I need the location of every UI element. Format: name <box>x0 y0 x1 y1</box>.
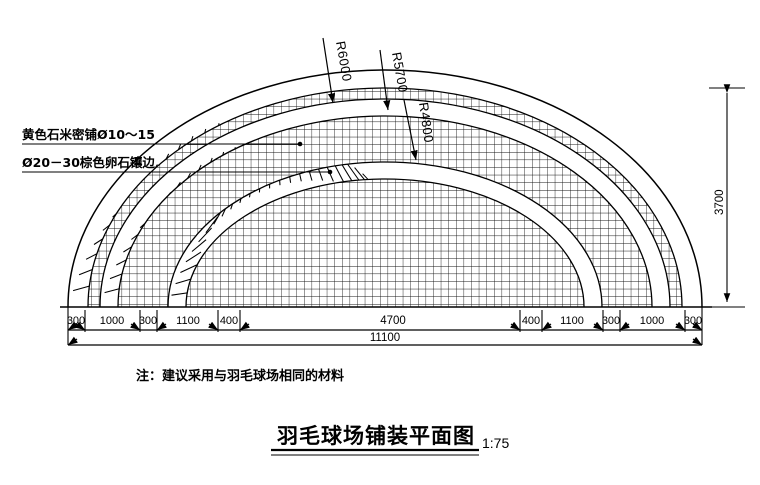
dimension-label-seg-7: 400 <box>522 315 540 327</box>
dimension-chain: 300 1000 300 1100 400 4700 400 1100 300 … <box>67 307 703 345</box>
radius-label-r4800: R4800 <box>416 101 437 144</box>
dimension-label-11100: 11100 <box>370 332 400 344</box>
dimension-label-seg-1: 300 <box>67 315 85 327</box>
dimension-label-seg-11: 300 <box>684 315 702 327</box>
annotation-label-paving-yellow: 黄色石米密铺Ø10～15 <box>22 127 155 142</box>
annotation-label-pebble-edge: Ø20－30棕色卵石镶边 <box>22 155 155 170</box>
dimension-label-seg-3: 300 <box>139 315 157 327</box>
drawing-note: 注：建议采用与羽毛球场相同的材料 <box>136 368 344 384</box>
annotation-paving-yellow: 黄色石米密铺Ø10～15 <box>22 127 303 147</box>
arc-r4800 <box>167 161 603 308</box>
dimension-label-seg-2: 1000 <box>100 315 124 327</box>
dimension-label-seg-4: 1100 <box>176 315 200 327</box>
radius-label-r5700: R5700 <box>389 51 411 94</box>
arc-outlines <box>60 69 712 308</box>
radius-callout-r6000: R6000 <box>322 37 355 104</box>
dimension-label-seg-9: 300 <box>602 315 620 327</box>
arc-outer-r6000 <box>67 69 703 308</box>
dimension-label-seg-5: 400 <box>220 315 238 327</box>
drawing-scale: 1:75 <box>482 435 509 451</box>
dimension-label-center-4700: 4700 <box>380 315 406 327</box>
radius-callout-r4800: R4800 <box>403 99 437 161</box>
dimension-overall-11100: 11100 <box>67 332 703 346</box>
radius-callout-r5700: R5700 <box>379 49 411 111</box>
drawing-title: 羽毛球场铺装平面图 <box>277 424 475 448</box>
dimension-vertical-3700: 3700 <box>709 84 745 308</box>
title-block: 羽毛球场铺装平面图 1:75 <box>271 424 509 456</box>
dimension-label-3700: 3700 <box>714 189 726 215</box>
radius-label-r6000: R6000 <box>333 40 355 83</box>
dimension-label-seg-8: 1100 <box>560 315 584 327</box>
dimension-label-seg-10: 1000 <box>640 315 664 327</box>
annotation-pebble-edge: Ø20－30棕色卵石镶边 <box>22 155 333 175</box>
arc-r5700 <box>99 98 671 308</box>
